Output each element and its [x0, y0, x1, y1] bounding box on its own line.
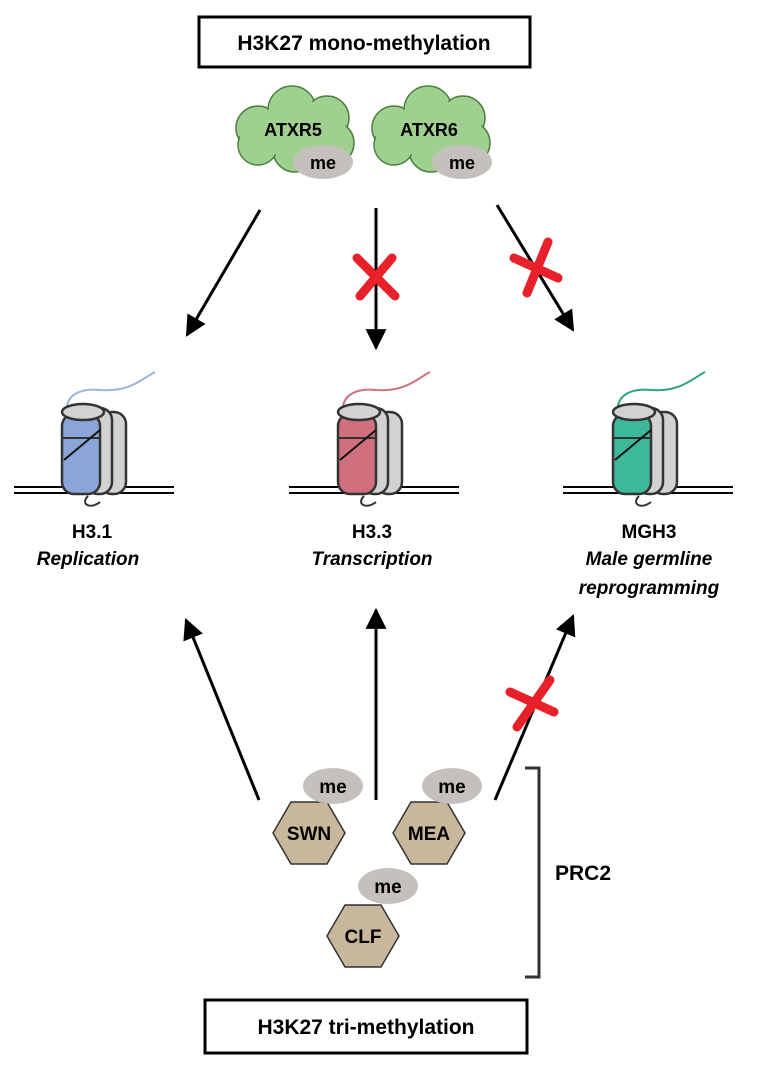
nucleosome-mgh3 — [563, 371, 733, 507]
arrow-bottom-to-h31 — [183, 618, 261, 801]
atxr6-me-label: me — [449, 153, 475, 173]
nucleosome-h31 — [14, 371, 174, 507]
mgh3-function-line1: Male germline — [586, 549, 713, 570]
block-x-mgh3-top — [509, 237, 563, 298]
atxr6-label: ATXR6 — [400, 120, 458, 140]
atxr5-me-oval — [293, 145, 353, 179]
bottom-box-label: H3K27 tri-methylation — [257, 1016, 474, 1039]
enzyme-atxr6: ATXR6 me — [371, 85, 492, 179]
top-box-label: H3K27 mono-methylation — [237, 32, 490, 55]
mgh3-function-line2: reprogramming — [579, 578, 720, 599]
atxr6-me-oval — [432, 145, 492, 179]
swn-me-label: me — [319, 777, 346, 798]
block-x-h33-top — [352, 253, 400, 301]
prc2-swn: SWN me — [272, 768, 363, 865]
clf-me-oval — [358, 868, 418, 904]
top-methylation-box: H3K27 mono-methylation — [197, 15, 532, 69]
enzyme-atxr5: ATXR5 me — [235, 85, 355, 179]
bottom-methylation-box: H3K27 tri-methylation — [203, 998, 529, 1055]
h31-function: Replication — [37, 549, 139, 570]
prc2-bracket — [525, 766, 541, 979]
clf-me-label: me — [374, 877, 401, 898]
h31-name: H3.1 — [72, 522, 113, 543]
atxr5-label: ATXR5 — [264, 120, 322, 140]
h33-function: Transcription — [311, 549, 432, 570]
mea-me-label: me — [438, 777, 465, 798]
arrow-top-to-h31 — [185, 209, 262, 337]
swn-label: SWN — [287, 824, 331, 845]
prc2-clf: CLF me — [326, 868, 418, 968]
block-x-mgh3-bottom — [505, 675, 559, 732]
nucleosome-h33 — [289, 371, 459, 507]
h33-name: H3.3 — [352, 522, 392, 543]
mea-label: MEA — [408, 824, 451, 845]
clf-label: CLF — [345, 927, 382, 948]
atxr5-me-label: me — [310, 153, 336, 173]
mea-me-oval — [422, 768, 482, 804]
swn-me-oval — [303, 768, 363, 804]
prc2-mea: MEA me — [392, 768, 482, 865]
mgh3-name: MGH3 — [622, 522, 677, 543]
prc2-label: PRC2 — [555, 862, 611, 885]
